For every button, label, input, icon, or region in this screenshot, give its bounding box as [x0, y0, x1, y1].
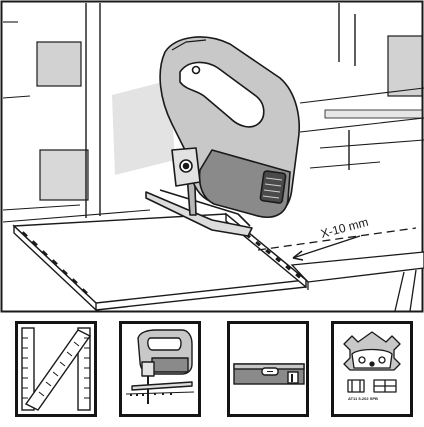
- tool-box-level: [227, 321, 309, 417]
- jigsaw-cutting-illustration: X-10 mm: [0, 0, 424, 313]
- jigsaw-icon: [125, 329, 195, 404]
- clip-model-label: AT11 5-202 SPB: [348, 396, 378, 401]
- spirit-level-icon: [233, 363, 305, 385]
- cut-distance-guide: [257, 227, 417, 261]
- folding-ruler-icon: [21, 327, 92, 411]
- spacer-clip-icon: AT11 5-202 SPB: [343, 331, 401, 401]
- jigsaw-icon: [145, 36, 300, 237]
- wall-background: [36, 35, 423, 201]
- panel-slots-left: [21, 231, 88, 295]
- support-board: [290, 251, 424, 312]
- required-tools-row: AT11 5-202 SPB: [0, 318, 424, 427]
- wall-posts: [85, 3, 356, 218]
- tool-box-jigsaw: [119, 321, 201, 417]
- wall-lines: [2, 21, 424, 211]
- floor-line: [2, 209, 151, 223]
- tool-box-ruler: [15, 321, 97, 417]
- tool-box-clip: AT11 5-202 SPB: [331, 321, 413, 417]
